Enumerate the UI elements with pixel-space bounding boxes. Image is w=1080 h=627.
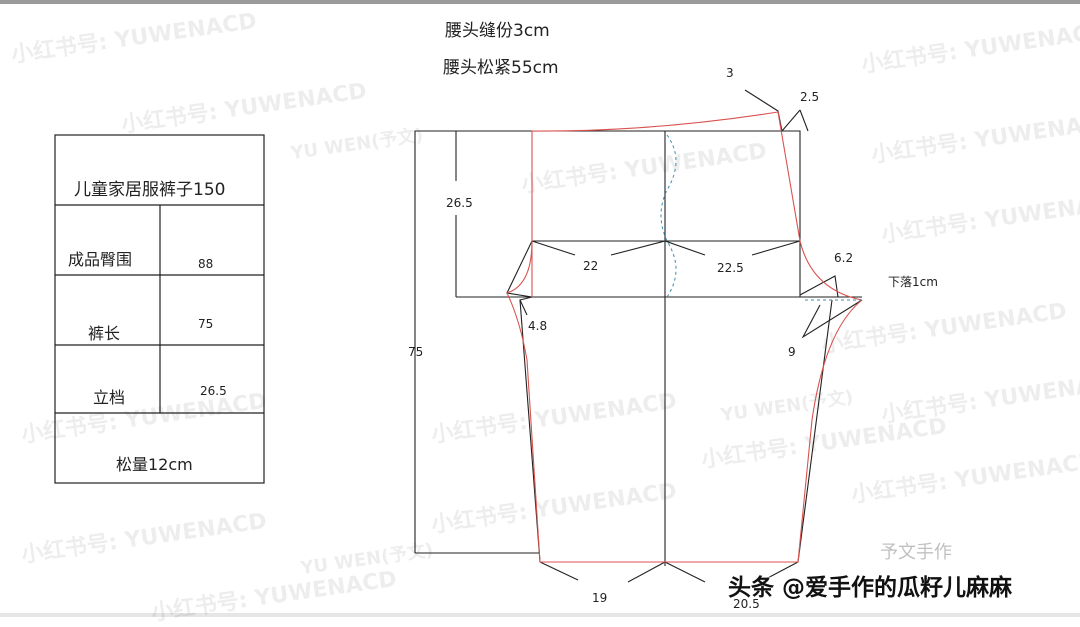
size-table-lines [54,134,265,484]
label-drop: 下落1cm [888,275,938,289]
finished-seam-lines [506,111,863,563]
table-value-length: 75 [198,317,214,331]
label-back-hem: 20.5 [733,597,760,611]
label-front-hip: 22 [583,259,599,273]
label-back-crotch: 6.2 [834,251,854,265]
table-value-rise: 26.5 [200,384,227,398]
draft-lines [414,89,863,583]
label-front-hem: 19 [592,591,608,605]
label-back-raise: 3 [726,66,734,80]
table-ease: 松量12cm [116,455,193,474]
brand-watermark: 予文手作 [880,542,952,563]
credit-watermark: 头条 @爱手作的瓜籽儿麻麻 [728,575,1013,601]
table-label-length: 裤长 [88,324,121,343]
label-front-crotch: 4.8 [528,319,548,333]
table-value-hip: 88 [198,257,214,271]
label-waist-dart: 2.5 [800,90,820,104]
waistband-elastic-note: 腰头松紧55cm [443,58,559,78]
fold-line [660,134,677,298]
waistband-seam-note: 腰头缝份3cm [445,21,550,41]
label-rise: 26.5 [446,196,473,210]
label-back-thigh: 9 [788,345,796,359]
label-back-hip: 22.5 [717,261,744,275]
label-length: 75 [408,345,424,359]
table-label-rise: 立档 [93,388,126,407]
table-title: 儿童家居服裤子150 [74,180,226,200]
table-label-hip: 成品臀围 [68,250,133,269]
